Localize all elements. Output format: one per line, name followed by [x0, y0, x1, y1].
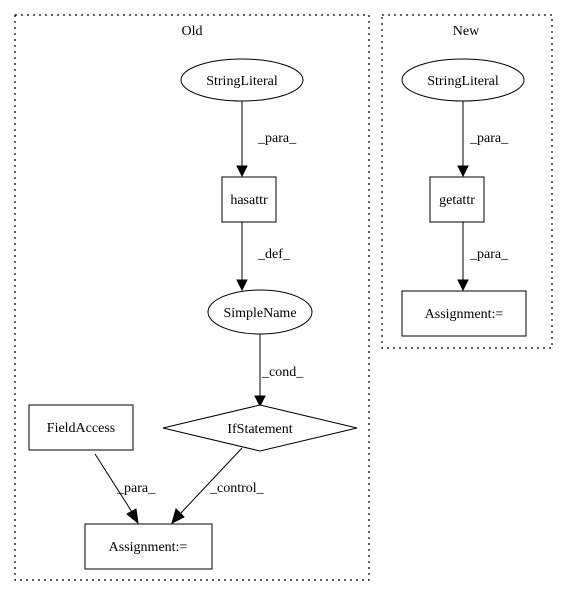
cluster-old-label: Old	[182, 24, 203, 39]
node-label: SimpleName	[223, 306, 296, 321]
cluster-new: New	[381, 14, 553, 349]
edge-label: _para_	[469, 131, 509, 146]
node-old-hasattr: hasattr	[221, 176, 277, 223]
cluster-old: Old	[14, 14, 370, 581]
edge-label: _cond_	[261, 365, 304, 380]
edge-label: _para_	[257, 131, 297, 146]
edge-new-stringliteral-getattr: _para_	[457, 100, 509, 178]
node-label: getattr	[439, 193, 475, 208]
node-label: IfStatement	[227, 422, 292, 437]
node-label: StringLiteral	[427, 74, 499, 89]
edge-old-hasattr-simplename: _def_	[236, 222, 291, 292]
node-label: Assignment:=	[109, 540, 188, 555]
node-label: hasattr	[230, 193, 268, 208]
edge-label: _control_	[209, 481, 265, 496]
edge-label: _def_	[257, 247, 291, 262]
edge-label: _para_	[116, 481, 156, 496]
edge-old-ifstatement-assignment: _control_	[171, 447, 265, 524]
edge-new-getattr-assignment: _para_	[457, 222, 509, 292]
edge-old-simplename-ifstatement: _cond_	[254, 334, 304, 408]
node-label: Assignment:=	[425, 307, 504, 322]
edge-old-fieldaccess-assignment: _para_	[94, 453, 156, 525]
node-old-field-access: FieldAccess	[28, 404, 134, 451]
edge-old-stringliteral-hasattr: _para_	[236, 100, 297, 178]
node-label: StringLiteral	[206, 74, 278, 89]
node-old-assignment: Assignment:=	[84, 523, 213, 570]
node-label: FieldAccess	[47, 421, 115, 436]
node-old-if-statement: IfStatement	[162, 404, 358, 452]
node-old-string-literal: StringLiteral	[180, 58, 304, 102]
edge-label: _para_	[469, 247, 509, 262]
node-old-simple-name: SimpleName	[207, 289, 313, 335]
cluster-new-label: New	[453, 24, 480, 39]
node-new-getattr: getattr	[429, 176, 485, 223]
node-new-assignment: Assignment:=	[401, 290, 527, 337]
node-new-string-literal: StringLiteral	[401, 58, 525, 102]
